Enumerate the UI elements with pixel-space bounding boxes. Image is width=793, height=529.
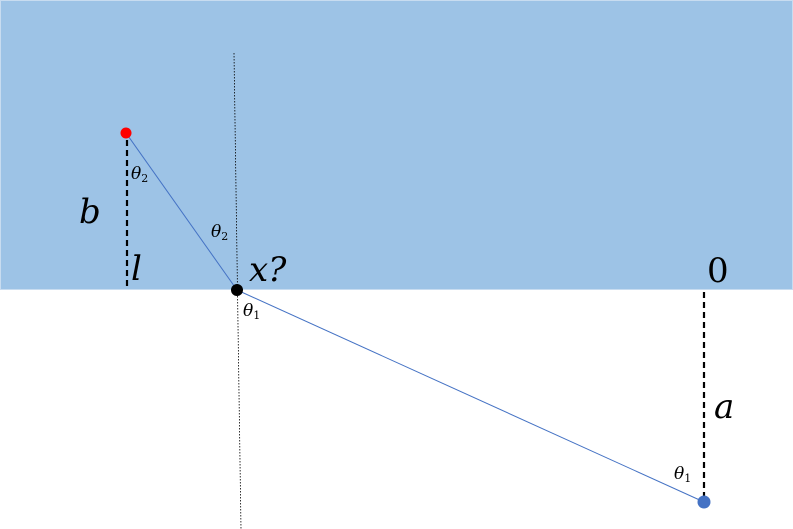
theta-symbol: θ — [674, 464, 685, 484]
ray-in-water — [125, 132, 238, 291]
source-point — [120, 127, 132, 139]
theta-symbol: θ — [211, 222, 222, 242]
theta-subscript: 2 — [141, 172, 149, 185]
observer-point — [697, 495, 711, 509]
label-x: x? — [249, 250, 287, 290]
label-b: b — [79, 192, 101, 232]
ray-in-air — [236, 289, 705, 503]
label-l: l — [131, 249, 142, 289]
angle-theta2-interface: θ2 — [211, 222, 229, 243]
water-region — [0, 0, 793, 290]
theta-subscript: 1 — [684, 472, 692, 485]
angle-theta2-source: θ2 — [131, 164, 149, 185]
angle-theta1-interface: θ1 — [243, 301, 261, 322]
label-zero: 0 — [707, 251, 729, 291]
theta-subscript: 2 — [221, 230, 229, 243]
theta-symbol: θ — [131, 164, 142, 184]
interface-point — [231, 284, 243, 296]
label-a: a — [714, 387, 735, 427]
theta-symbol: θ — [243, 301, 254, 321]
angle-theta1-observer: θ1 — [674, 464, 692, 485]
theta-subscript: 1 — [253, 309, 261, 322]
